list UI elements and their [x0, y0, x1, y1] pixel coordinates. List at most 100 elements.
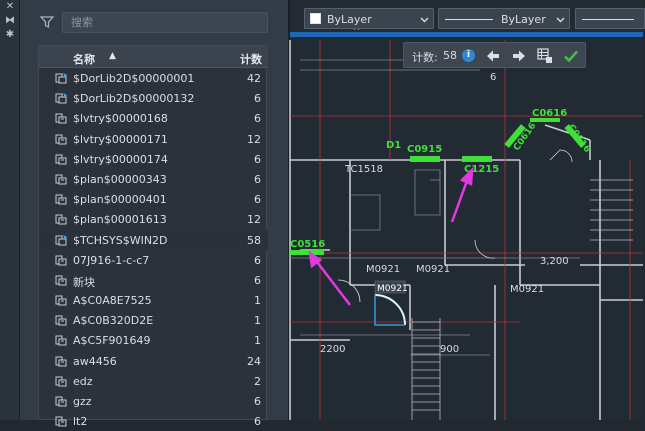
row-count: 6 [254, 415, 261, 429]
info-icon[interactable]: i [462, 49, 475, 62]
table-row[interactable]: $lvtry$00000171 12 [39, 129, 268, 149]
row-name: gzz [73, 395, 92, 408]
row-count: 12 [247, 213, 261, 227]
label-dim-3200: 3,200 [540, 256, 569, 267]
table-row[interactable]: $plan$00000343 6 [39, 169, 268, 189]
panel-divider[interactable] [288, 0, 290, 420]
block-icon [55, 134, 67, 145]
column-header-count[interactable]: 计数 [240, 53, 262, 66]
block-icon [55, 356, 67, 367]
label-c1215: C1215 [464, 164, 499, 175]
row-count: 6 [254, 395, 261, 408]
block-icon [55, 194, 67, 205]
block-icon [55, 376, 67, 387]
search-input[interactable] [62, 12, 268, 33]
line-sample-icon [445, 19, 493, 20]
layer-color-value: ByLayer [327, 13, 372, 26]
close-icon[interactable]: ✕ [5, 1, 15, 12]
block-icon [55, 275, 67, 286]
row-name: 07J916-1-c-c7 [73, 253, 150, 267]
label-c0516: C0516 [290, 239, 325, 250]
row-name: A$C0B320D2E [73, 314, 154, 328]
chevron-down-icon [420, 17, 429, 23]
row-count: 6 [254, 152, 261, 166]
table-row[interactable]: $lvtry$00000174 6 [39, 149, 268, 169]
row-name: $plan$00000401 [73, 193, 167, 207]
sort-up-icon[interactable]: ▲ [109, 51, 116, 61]
door-swing [374, 294, 406, 326]
row-name: 新块 [73, 275, 95, 289]
gear-icon[interactable]: ✱ [5, 29, 15, 40]
previous-arrow-icon[interactable] [484, 47, 502, 65]
active-tab-bar [290, 32, 643, 37]
table-row[interactable]: $DorLib2D$00000001 42 [39, 68, 268, 88]
floor-plan-drawing: D1 C0915 C1215 C0616 C0516 C0616 C0616 M… [289, 11, 643, 420]
row-name: A$C5F901649 [73, 334, 151, 348]
row-name: $lvtry$00000171 [73, 132, 168, 146]
row-count: 12 [247, 132, 261, 146]
row-count: 1 [254, 314, 261, 328]
block-icon [55, 295, 67, 306]
drawing-canvas[interactable]: D1 C0915 C1215 C0616 C0516 C0616 C0616 M… [289, 0, 643, 420]
row-count: 6 [254, 172, 261, 186]
filter-icon[interactable] [39, 15, 55, 29]
left-edge-strip: ✕ ⧓ ✱ [0, 0, 20, 420]
block-icon [55, 315, 67, 326]
label-dim-2200: 2200 [320, 344, 345, 355]
dynamic-block-icon [55, 93, 67, 104]
row-count: 1 [254, 294, 261, 308]
row-name: $plan$00000343 [73, 172, 167, 186]
collapse-icon[interactable]: ⧓ [5, 15, 15, 26]
linetype-dropdown[interactable]: ByLayer [438, 8, 570, 29]
count-value: 58 [443, 49, 457, 62]
table-row[interactable]: A$C0B320D2E 1 [39, 310, 268, 330]
row-count: 24 [247, 354, 261, 368]
stairs [347, 11, 633, 420]
highlighted-windows [290, 118, 586, 255]
block-icon [55, 396, 67, 407]
lineweight-dropdown[interactable] [575, 8, 645, 29]
column-header-name[interactable]: 名称 [73, 53, 95, 66]
insert-table-icon[interactable] [536, 47, 554, 65]
dynamic-block-icon [55, 73, 67, 84]
row-count: 2 [254, 374, 261, 388]
row-name: $DorLib2D$00000001 [73, 72, 195, 85]
row-count: 6 [254, 112, 261, 126]
chevron-down-icon [556, 17, 565, 23]
label-m0921-a: M0921 [366, 264, 400, 275]
table-row[interactable]: $plan$00001613 12 [39, 209, 268, 229]
count-panel: 名称 ▲ 计数 $DorLib2D$0000000142$DorLib2D$00… [20, 0, 288, 428]
layer-color-dropdown[interactable]: ByLayer [304, 8, 434, 29]
table-header: 名称 ▲ 计数 [39, 46, 268, 68]
label-num-6: 6 [490, 72, 496, 83]
label-dim-900: 900 [440, 344, 459, 355]
layer-toolbar: ByLayer ByLayer [290, 8, 645, 30]
row-name: lt2 [73, 415, 88, 429]
row-name: $TCHSYS$WIN2D [73, 233, 168, 247]
label-m0921-tag: M0921 [377, 284, 408, 294]
label-c0915: C0915 [407, 144, 442, 155]
row-name: $lvtry$00000174 [73, 152, 168, 166]
table-row[interactable]: lt2 6 [39, 411, 268, 431]
label-m0921-b: M0921 [416, 264, 450, 275]
row-count: 42 [247, 72, 261, 85]
count-toolbar: 计数: 58 i [403, 42, 586, 68]
next-arrow-icon[interactable] [510, 47, 528, 65]
line-sample-icon [582, 19, 634, 20]
label-d1: D1 [386, 140, 401, 151]
table-row[interactable]: gzz 6 [39, 391, 268, 411]
confirm-check-icon[interactable] [562, 47, 580, 65]
row-name: $DorLib2D$00000132 [73, 92, 195, 106]
row-name: $plan$00001613 [73, 213, 167, 227]
